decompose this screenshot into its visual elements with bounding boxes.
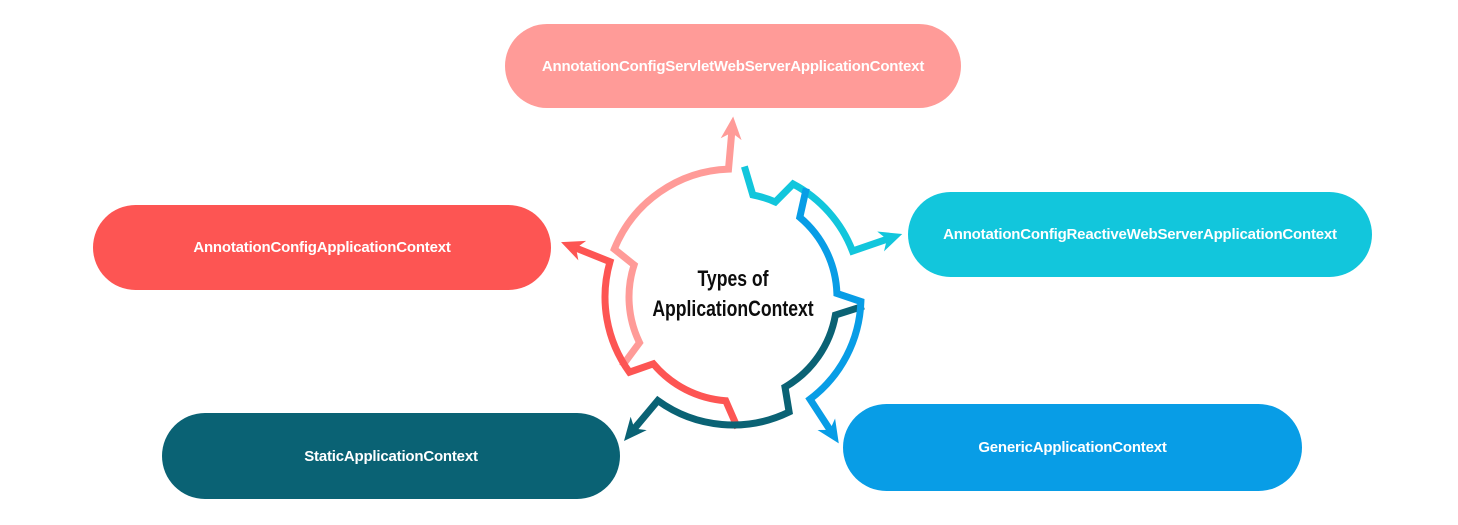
cycle-arrow-left	[561, 240, 741, 430]
cycle-arrow-bottom-right	[795, 187, 865, 444]
node-label: AnnotationConfigReactiveWebServerApplica…	[943, 226, 1337, 243]
diagram-title-line2: ApplicationContext	[652, 296, 814, 321]
node-annotation-config-servlet-web-server-application-context: AnnotationConfigServletWebServerApplicat…	[505, 24, 961, 108]
node-label: GenericApplicationContext	[978, 439, 1167, 456]
diagram-title-line1: Types of	[697, 266, 769, 291]
cycle-arrow-top	[610, 116, 742, 369]
node-label: AnnotationConfigServletWebServerApplicat…	[541, 57, 925, 75]
node-static-application-context: StaticApplicationContext	[162, 413, 620, 499]
node-generic-application-context: GenericApplicationContext	[843, 404, 1302, 491]
node-annotation-config-reactive-web-server-application-context: AnnotationConfigReactiveWebServerApplica…	[908, 192, 1372, 277]
node-annotation-config-application-context: AnnotationConfigApplicationContext	[93, 205, 551, 290]
diagram-title: Types of ApplicationContext	[593, 264, 873, 324]
node-label: StaticApplicationContext	[304, 447, 478, 465]
node-label: AnnotationConfigApplicationContext	[193, 239, 451, 256]
cycle-arrow-bottom-left	[623, 302, 865, 441]
